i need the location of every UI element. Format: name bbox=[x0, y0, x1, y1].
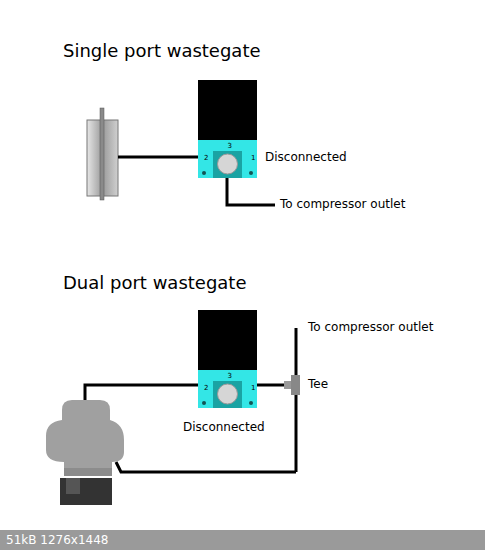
solenoid-valve: 3 2 1 bbox=[198, 140, 257, 178]
image-info: 51kB 1276x1448 bbox=[6, 533, 108, 547]
pin-number: 3 bbox=[228, 142, 232, 150]
pin-number: 2 bbox=[204, 384, 208, 392]
fitting-name: Tee bbox=[308, 377, 328, 391]
tee-fitting bbox=[284, 375, 300, 395]
section-title: Single port wastegate bbox=[63, 40, 261, 62]
actuator-plate bbox=[87, 108, 118, 200]
hose-destination: To compressor outlet bbox=[280, 197, 405, 211]
hose-destination: To compressor outlet bbox=[308, 320, 433, 334]
solenoid-body bbox=[198, 310, 257, 370]
port-note: Disconnected bbox=[265, 150, 347, 164]
pin-number: 1 bbox=[251, 384, 255, 392]
port-note: Disconnected bbox=[183, 420, 265, 434]
pin-number: 2 bbox=[204, 154, 208, 162]
pin-number: 3 bbox=[228, 372, 232, 380]
solenoid-body bbox=[198, 80, 257, 140]
solenoid-valve: 3 2 1 bbox=[198, 370, 257, 408]
pin-number: 1 bbox=[251, 154, 255, 162]
footer-bar bbox=[0, 530, 485, 550]
section-title: Dual port wastegate bbox=[63, 272, 247, 294]
actuator-canister bbox=[46, 400, 124, 505]
